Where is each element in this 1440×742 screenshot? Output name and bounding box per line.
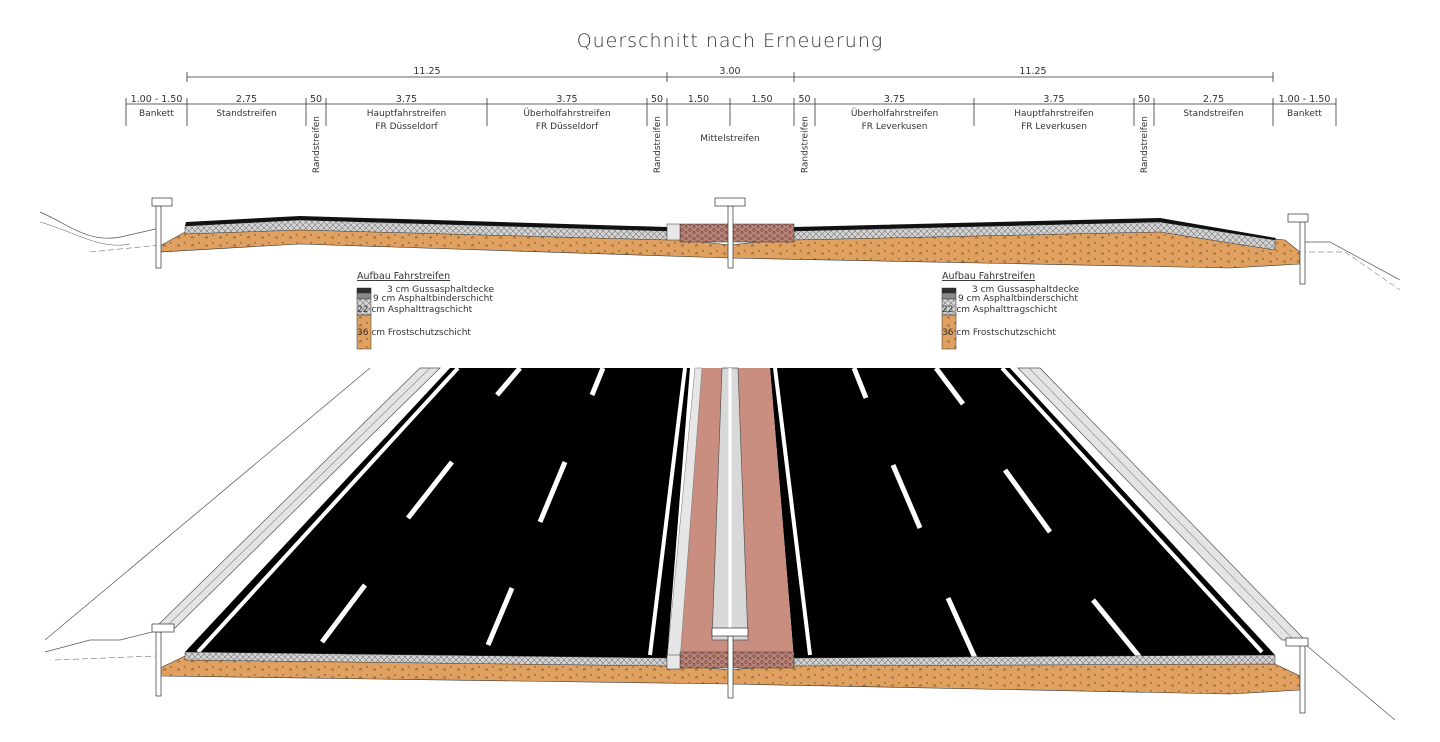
page-title: Querschnitt nach Erneuerung <box>577 30 884 52</box>
dimension-lines <box>125 72 1337 126</box>
segment-width: 3.75 <box>556 94 577 105</box>
segment-width: 3.75 <box>884 94 905 105</box>
legend-layer: 3 cm Gussasphaltdecke <box>972 285 1079 295</box>
overall-dim-median: 3.00 <box>719 66 740 77</box>
segment-width: 3.75 <box>1043 94 1064 105</box>
legend-layer: 36 cm Frostschutzschicht <box>942 328 1056 338</box>
segment-label: Überholfahrstreifen <box>851 108 938 119</box>
segment-label: Randstreifen <box>1140 116 1150 173</box>
legend-swatch <box>356 292 372 300</box>
legend-right: Aufbau Fahrstreifen 3 cm Gussasphaltdecke… <box>941 271 1079 350</box>
segment-label: Hauptfahrstreifen <box>1014 109 1093 119</box>
segment-width: 1.00 - 1.50 <box>131 94 183 105</box>
segment-width: 2.75 <box>1203 94 1224 105</box>
overall-dim-left: 11.25 <box>413 66 440 77</box>
upper-cross-section <box>39 197 1401 291</box>
segment-width: 1.50 <box>751 94 772 105</box>
segment-label: Standstreifen <box>216 109 276 119</box>
legend-swatch <box>356 287 372 294</box>
segment-label: Bankett <box>1287 109 1322 119</box>
perspective-view <box>44 366 1396 721</box>
segment-label: Randstreifen <box>653 116 663 173</box>
legend-left: Aufbau Fahrstreifen 3 cm Gussasphaltdecke… <box>356 271 494 350</box>
legend-title: Aufbau Fahrstreifen <box>942 271 1035 282</box>
legend-layer: 22 cm Asphalttragschicht <box>942 305 1058 315</box>
legend-swatch <box>941 314 957 350</box>
legend-layer: 9 cm Asphaltbinderschicht <box>958 294 1078 304</box>
segment-label-direction: FR Leverkusen <box>1021 122 1087 132</box>
legend-swatch <box>356 314 372 350</box>
legend-title: Aufbau Fahrstreifen <box>357 271 450 282</box>
segment-width: 1.00 - 1.50 <box>1279 94 1331 105</box>
median-label: Mittelstreifen <box>700 134 760 144</box>
segment-width: 1.50 <box>688 94 709 105</box>
overall-dim-right: 11.25 <box>1019 66 1046 77</box>
segment-label: Randstreifen <box>801 116 811 173</box>
segment-width: 50 <box>798 94 810 105</box>
segment-width: 50 <box>310 94 322 105</box>
segment-label: Hauptfahrstreifen <box>367 109 446 119</box>
segment-label-direction: FR Düsseldorf <box>375 122 438 132</box>
segment-label: Standstreifen <box>1183 109 1243 119</box>
segment-label-direction: FR Leverkusen <box>862 122 928 132</box>
segment-width: 50 <box>1138 94 1150 105</box>
segment-width: 50 <box>651 94 663 105</box>
legend-layer: 36 cm Frostschutzschicht <box>357 328 471 338</box>
legend-layer: 9 cm Asphaltbinderschicht <box>373 294 493 304</box>
legend-layer: 22 cm Asphalttragschicht <box>357 305 473 315</box>
legend-swatch <box>941 287 957 294</box>
segment-width: 2.75 <box>236 94 257 105</box>
segment-label: Bankett <box>139 109 174 119</box>
segment-label: Überholfahrstreifen <box>523 108 610 119</box>
legend-swatch <box>941 292 957 300</box>
segment-label-direction: FR Düsseldorf <box>536 122 599 132</box>
legend-layer: 3 cm Gussasphaltdecke <box>387 285 494 295</box>
segment-width: 3.75 <box>396 94 417 105</box>
segment-label: Randstreifen <box>312 116 322 173</box>
